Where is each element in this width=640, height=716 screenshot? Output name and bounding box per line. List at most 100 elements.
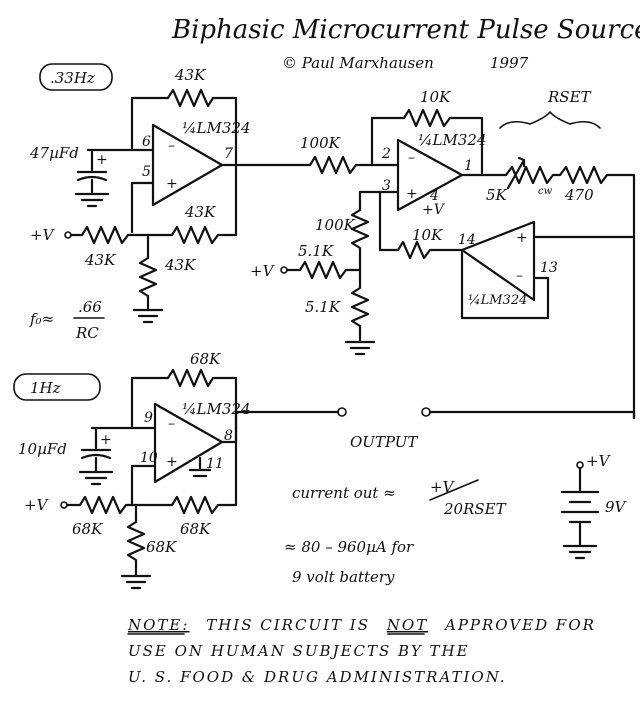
pin-7: 7 bbox=[224, 146, 233, 162]
pos-feedback-resistor-1 bbox=[146, 163, 238, 245]
opamp-plus-1: + bbox=[166, 176, 178, 192]
note-line1-not: NOT bbox=[386, 616, 428, 634]
opamp-plus-main: + bbox=[406, 186, 418, 202]
cap-plate-bottom-2 bbox=[80, 453, 112, 460]
ground-symbol-2 bbox=[132, 308, 164, 324]
opamp-triangle-buffer bbox=[460, 220, 536, 302]
battery-ground bbox=[562, 520, 598, 560]
formula-prefix: f₀≈ bbox=[29, 310, 54, 328]
formula-denominator: RC bbox=[75, 324, 99, 342]
note-line1-b: APPROVED FOR bbox=[443, 616, 596, 634]
opamp-minus-main: – bbox=[408, 150, 415, 166]
series-resistor-470 bbox=[558, 165, 636, 420]
buffer-follower-wire bbox=[460, 248, 550, 320]
current-formula-prefix: current out ≈ bbox=[292, 484, 396, 502]
opamp-minus-1: – bbox=[168, 138, 175, 154]
freq-box-1hz bbox=[13, 373, 101, 401]
pot-wiper-arrow bbox=[506, 156, 526, 190]
opamp-label-main: ¼LM324 bbox=[418, 131, 487, 149]
r-feedback-10k-label: 10K bbox=[420, 88, 451, 106]
formula-numerator: .66 bbox=[78, 298, 102, 316]
cap-plus-2: + bbox=[100, 432, 112, 448]
feedback-resistor-10k bbox=[370, 108, 484, 177]
ground-symbol-pin11 bbox=[188, 456, 212, 478]
ground-symbol-5 bbox=[120, 574, 152, 590]
output-terminal-right bbox=[421, 407, 431, 417]
pin-2: 2 bbox=[381, 146, 391, 162]
current-notes: current out ≈ +V 20RSET ≈ 80 – 960µA for… bbox=[284, 478, 507, 586]
supply-resistor-5k1 bbox=[285, 260, 362, 280]
feedback-resistor-2 bbox=[130, 368, 238, 444]
supply-label-3: +V bbox=[24, 496, 50, 514]
current-formula-denominator: 20RSET bbox=[443, 500, 507, 518]
note-line-2: USE ON HUMAN SUBJECTS BY THE bbox=[128, 642, 470, 660]
cap-plate-bottom-1 bbox=[76, 175, 108, 182]
opamp-label-1: ¼LM324 bbox=[182, 119, 251, 137]
oscillator-1hz: 1Hz 68K – + ¼LM324 9 10 8 11 OUTPUT 10µF… bbox=[13, 350, 636, 590]
pos-feedback-resistor-2 bbox=[138, 440, 238, 515]
note-label: NOTE: bbox=[127, 616, 189, 634]
buffer-feedback-resistor-10k bbox=[378, 190, 464, 260]
freq-label-033hz: .33Hz bbox=[50, 69, 95, 87]
pin-vplus: +V bbox=[422, 202, 446, 218]
noninv-input-wire-2 bbox=[130, 464, 157, 507]
pin-10: 10 bbox=[140, 450, 158, 466]
cap-plus-1: + bbox=[96, 152, 108, 168]
pot-5k bbox=[504, 165, 562, 185]
pin-4: 4 bbox=[429, 188, 439, 204]
pin-14: 14 bbox=[458, 232, 476, 248]
note-line-3: U. S. FOOD & DRUG ADMINISTRATION. bbox=[128, 668, 507, 686]
ground-symbol-1 bbox=[74, 192, 110, 208]
opamp-triangle-1 bbox=[151, 123, 224, 207]
note-line-1: NOTE: THIS CIRCUIT IS NOT APPROVED FOR bbox=[127, 616, 596, 634]
r-input-label: 100K bbox=[300, 134, 341, 152]
rset-label: RSET bbox=[547, 88, 592, 106]
note-line1-a: THIS CIRCUIT IS bbox=[206, 616, 370, 634]
output-wire-2 bbox=[220, 410, 340, 444]
opamp-label-buffer: ¼LM324 bbox=[468, 293, 527, 308]
pin-3: 3 bbox=[382, 178, 391, 194]
current-range: ≈ 80 – 960µA for bbox=[284, 538, 414, 556]
current-formula-slash bbox=[429, 479, 479, 501]
bias-supply-resistor-1 bbox=[69, 225, 150, 245]
supply-label-2: +V bbox=[250, 262, 276, 280]
r-ground-label: 5.1K bbox=[305, 298, 341, 316]
r-buffer-fb-label: 10K bbox=[412, 226, 443, 244]
ground-resistor-5k1 bbox=[350, 268, 370, 344]
opamp-plus-buffer: + bbox=[516, 230, 528, 246]
r-supply-label: 5.1K bbox=[298, 242, 334, 260]
battery-note: 9 volt battery bbox=[292, 568, 395, 586]
cap-label-1: 47µFd bbox=[29, 144, 79, 162]
feedback-resistor-1 bbox=[130, 88, 238, 167]
input-resistor-100k bbox=[288, 155, 400, 175]
pin-8: 8 bbox=[224, 428, 233, 444]
bias-ground-resistor-1 bbox=[138, 233, 158, 312]
r-series-label: 470 bbox=[564, 186, 594, 204]
year: 1997 bbox=[490, 54, 529, 72]
pin-13: 13 bbox=[540, 260, 558, 276]
cap-label-2: 10µFd bbox=[18, 440, 67, 458]
opamp-minus-buffer: – bbox=[516, 268, 523, 284]
ground-symbol-3 bbox=[344, 340, 376, 356]
r-feedback-label: 43K bbox=[174, 66, 206, 84]
supply-label-1: +V bbox=[30, 226, 56, 244]
opamp-label-2: ¼LM324 bbox=[182, 400, 251, 418]
ground-symbol-4 bbox=[78, 470, 114, 486]
output-label: OUTPUT bbox=[350, 433, 418, 451]
r-feedback-label-2: 68K bbox=[190, 350, 221, 368]
output-stage: 100K – + ¼LM324 2 3 1 4 +V 10K 5K cw 470… bbox=[250, 88, 636, 420]
r-bias-supply-label-2: 68K bbox=[72, 520, 103, 538]
freq-label-1hz: 1Hz bbox=[30, 379, 61, 397]
frequency-formula: f₀≈ .66 RC bbox=[29, 298, 105, 342]
pin-5: 5 bbox=[142, 164, 151, 180]
opamp-triangle-2 bbox=[153, 402, 224, 484]
current-formula-numerator: +V bbox=[430, 478, 456, 496]
noninv-input-wire-1 bbox=[130, 181, 155, 234]
freq-box-033hz bbox=[39, 63, 113, 91]
opamp-minus-2: – bbox=[168, 416, 175, 432]
r-bias-supply-label-1: 43K bbox=[84, 251, 116, 269]
fda-note: NOTE: THIS CIRCUIT IS NOT APPROVED FOR U… bbox=[127, 616, 596, 686]
r-bias-ground-label-1: 43K bbox=[164, 256, 196, 274]
credit: © Paul Marxhausen bbox=[282, 54, 434, 72]
divider-top-resistor bbox=[350, 190, 370, 272]
